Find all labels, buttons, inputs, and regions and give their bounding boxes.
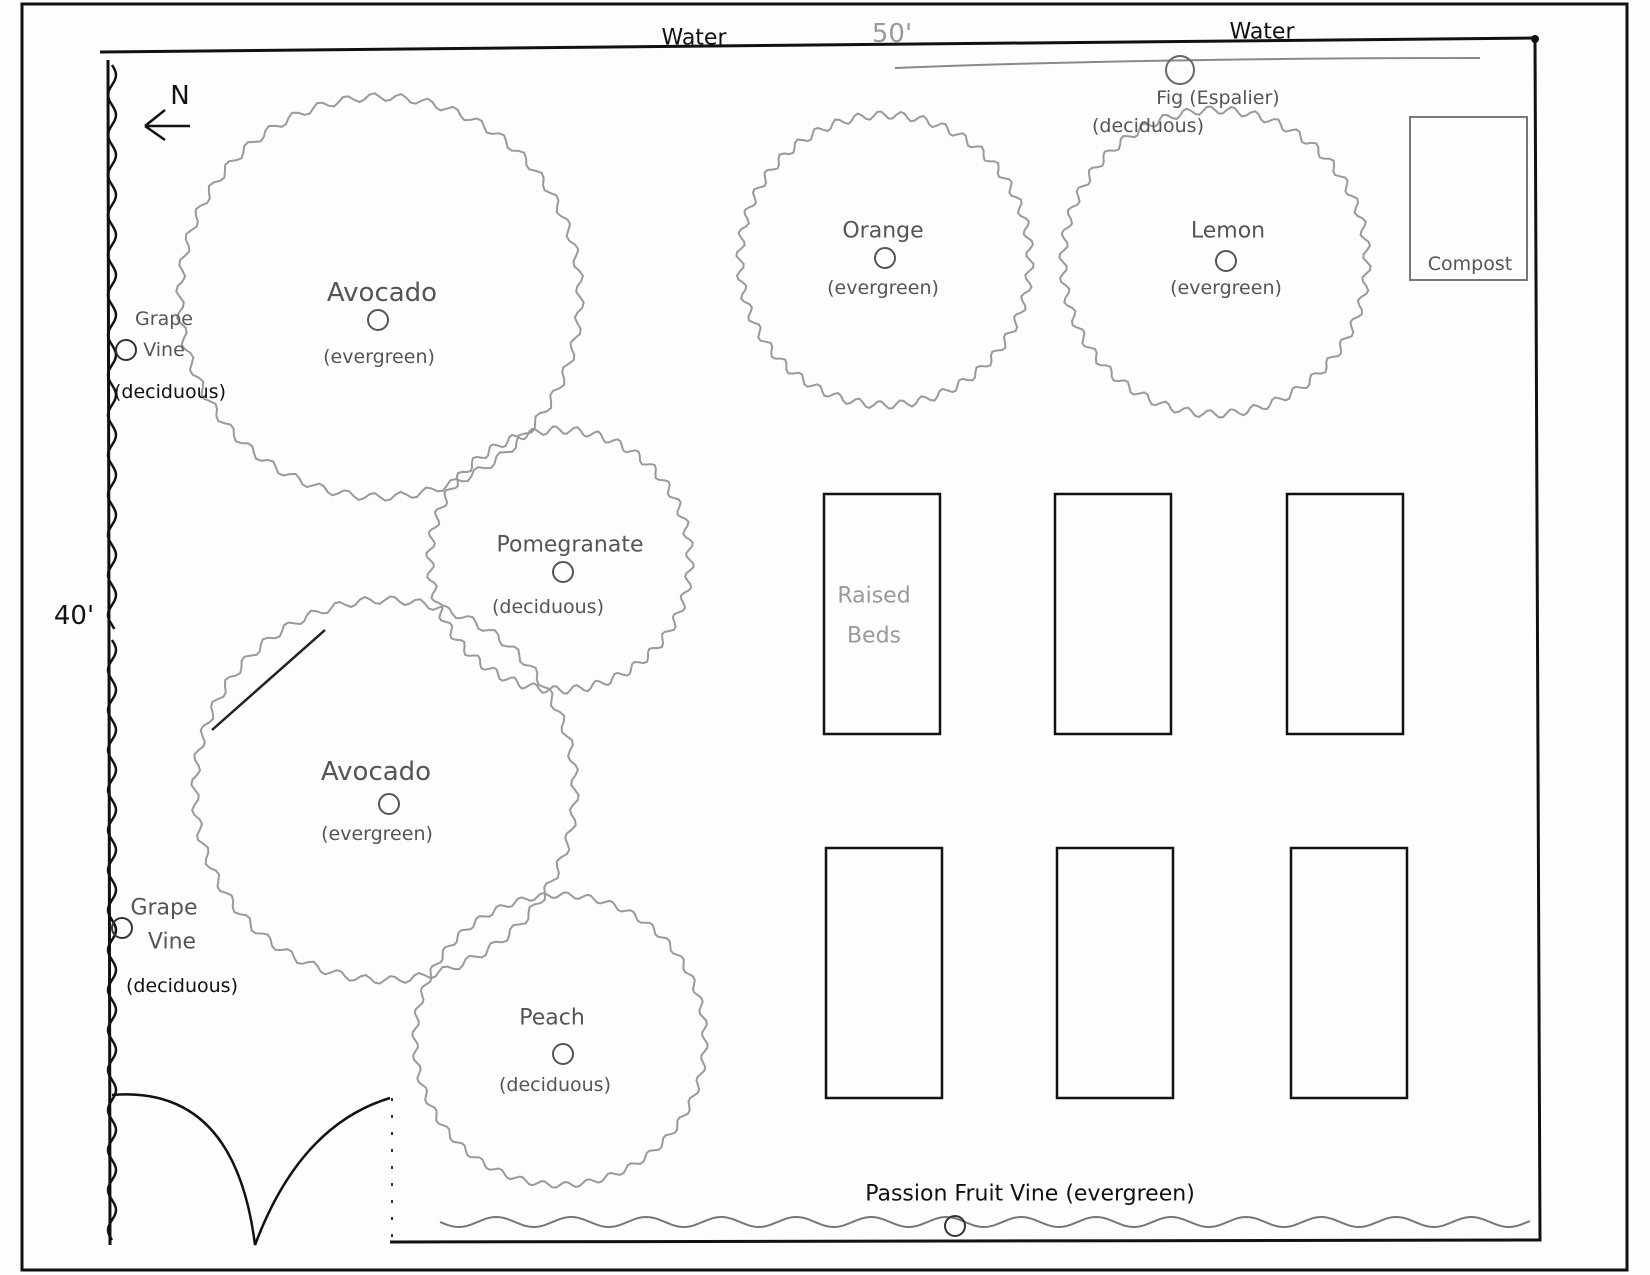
grape-vine-1-line2: Vine — [143, 339, 185, 361]
boundary-north — [99, 36, 1536, 54]
north-label: N — [170, 81, 190, 111]
raised-beds — [822, 492, 1409, 1100]
raised-bed — [1055, 846, 1175, 1100]
avocado-2-label: Avocado — [320, 757, 432, 787]
avocado-1-trunk — [367, 309, 389, 331]
orange-type-label: (evergreen) — [827, 277, 939, 299]
orange-label: Orange — [842, 218, 924, 244]
raised-bed — [824, 846, 944, 1100]
lemon-trunk — [1215, 250, 1237, 272]
corner-dot — [1531, 35, 1539, 43]
avocado-2-canopy — [190, 595, 580, 985]
passion-fruit-vine-line — [439, 1215, 1531, 1229]
grape-vine-line-upper — [106, 64, 118, 630]
peach-canopy — [411, 891, 709, 1189]
page-border — [20, 2, 1629, 1272]
north-arrow-icon — [144, 109, 190, 142]
width-dimension-label: 50' — [871, 19, 913, 49]
peach-type-label: (deciduous) — [499, 1074, 611, 1096]
passion-fruit-trunk — [944, 1215, 966, 1237]
peach-label: Peach — [519, 1005, 585, 1031]
passion-fruit-label: Passion Fruit Vine (evergreen) — [865, 1181, 1195, 1207]
raised-bed — [1289, 846, 1409, 1100]
grape-vine-trunk — [111, 917, 133, 939]
orange-canopy — [735, 110, 1035, 410]
fig-label: Fig (Espalier) — [1156, 87, 1280, 109]
pomegranate-label: Pomegranate — [496, 532, 644, 558]
grape-vine-2-line1: Grape — [130, 895, 198, 921]
lemon-label: Lemon — [1190, 218, 1266, 244]
height-dimension-label: 40' — [53, 601, 95, 631]
grape-vine-line-lower — [106, 639, 118, 1241]
avocado-2-trunk — [378, 793, 400, 815]
raised-beds-label-line2: Beds — [846, 623, 902, 649]
avocado-canopy-edge — [211, 629, 326, 731]
lemon-type-label: (evergreen) — [1170, 277, 1282, 299]
pomegranate-trunk — [552, 561, 574, 583]
raised-beds-label-line1: Raised — [837, 583, 911, 609]
pomegranate-type-label: (deciduous) — [492, 596, 604, 618]
tree-canopies — [175, 92, 1372, 1189]
boundary-east-south — [389, 37, 1542, 1244]
avocado-2-type-label: (evergreen) — [321, 823, 433, 845]
compost-label: Compost — [1427, 253, 1513, 275]
lemon-canopy — [1058, 105, 1372, 419]
grape-vine-1-type: (deciduous) — [114, 381, 226, 403]
gate-swing — [111, 1093, 391, 1246]
pomegranate-canopy — [425, 425, 695, 695]
grape-vine-2-type: (deciduous) — [126, 975, 238, 997]
grape-vine-2-line2: Vine — [147, 929, 197, 955]
fig-type-label: (deciduous) — [1092, 115, 1204, 137]
peach-trunk — [552, 1043, 574, 1065]
water-label-2: Water — [1229, 19, 1295, 45]
compost-bin — [1409, 116, 1528, 281]
avocado-1-canopy — [175, 92, 585, 502]
fig-trunk — [1165, 55, 1195, 85]
grape-vine-trunk — [115, 339, 137, 361]
fig-espalier-line — [894, 57, 1481, 69]
raised-bed — [822, 492, 942, 736]
water-label-1: Water — [661, 25, 727, 51]
grape-vine-1-line1: Grape — [135, 308, 193, 330]
avocado-1-type-label: (evergreen) — [323, 346, 435, 368]
orange-trunk — [874, 247, 896, 269]
raised-bed — [1053, 492, 1173, 736]
raised-bed — [1285, 492, 1405, 736]
avocado-1-label: Avocado — [326, 278, 438, 308]
